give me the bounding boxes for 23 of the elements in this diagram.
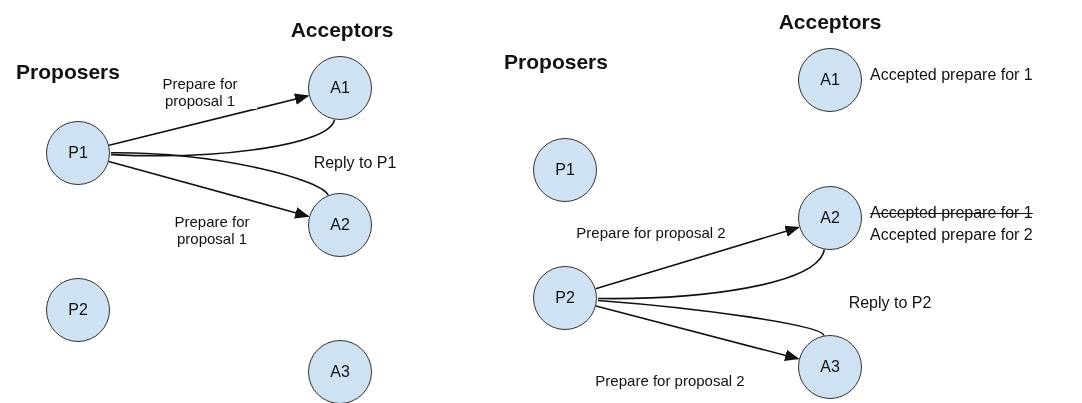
annotation-text: Reply to P1 [313, 154, 397, 172]
node-circle: P2 [46, 278, 110, 342]
column-heading: Proposers [16, 60, 120, 84]
node-circle: A3 [308, 340, 372, 403]
arrow [595, 305, 800, 361]
node-circle: P1 [533, 138, 597, 202]
node-circle: P2 [533, 266, 597, 330]
node-circle: A1 [308, 56, 372, 120]
node-circle: A1 [798, 48, 862, 112]
column-heading: Acceptors [778, 10, 882, 34]
arrow [108, 160, 310, 219]
column-heading: Proposers [504, 50, 608, 74]
node-circle: A2 [798, 186, 862, 250]
arrow [108, 93, 310, 147]
status-text: Accepted prepare for 1 [870, 204, 1033, 222]
column-heading: Acceptors [290, 18, 394, 42]
node-circle: A2 [308, 193, 372, 257]
status-text: Accepted prepare for 1 [870, 66, 1033, 84]
node-circle: A3 [798, 335, 862, 399]
status-text: Accepted prepare for 2 [870, 226, 1033, 244]
arrow [594, 225, 800, 290]
annotation-text: Reply to P2 [848, 294, 932, 312]
node-circle: P1 [46, 121, 110, 185]
